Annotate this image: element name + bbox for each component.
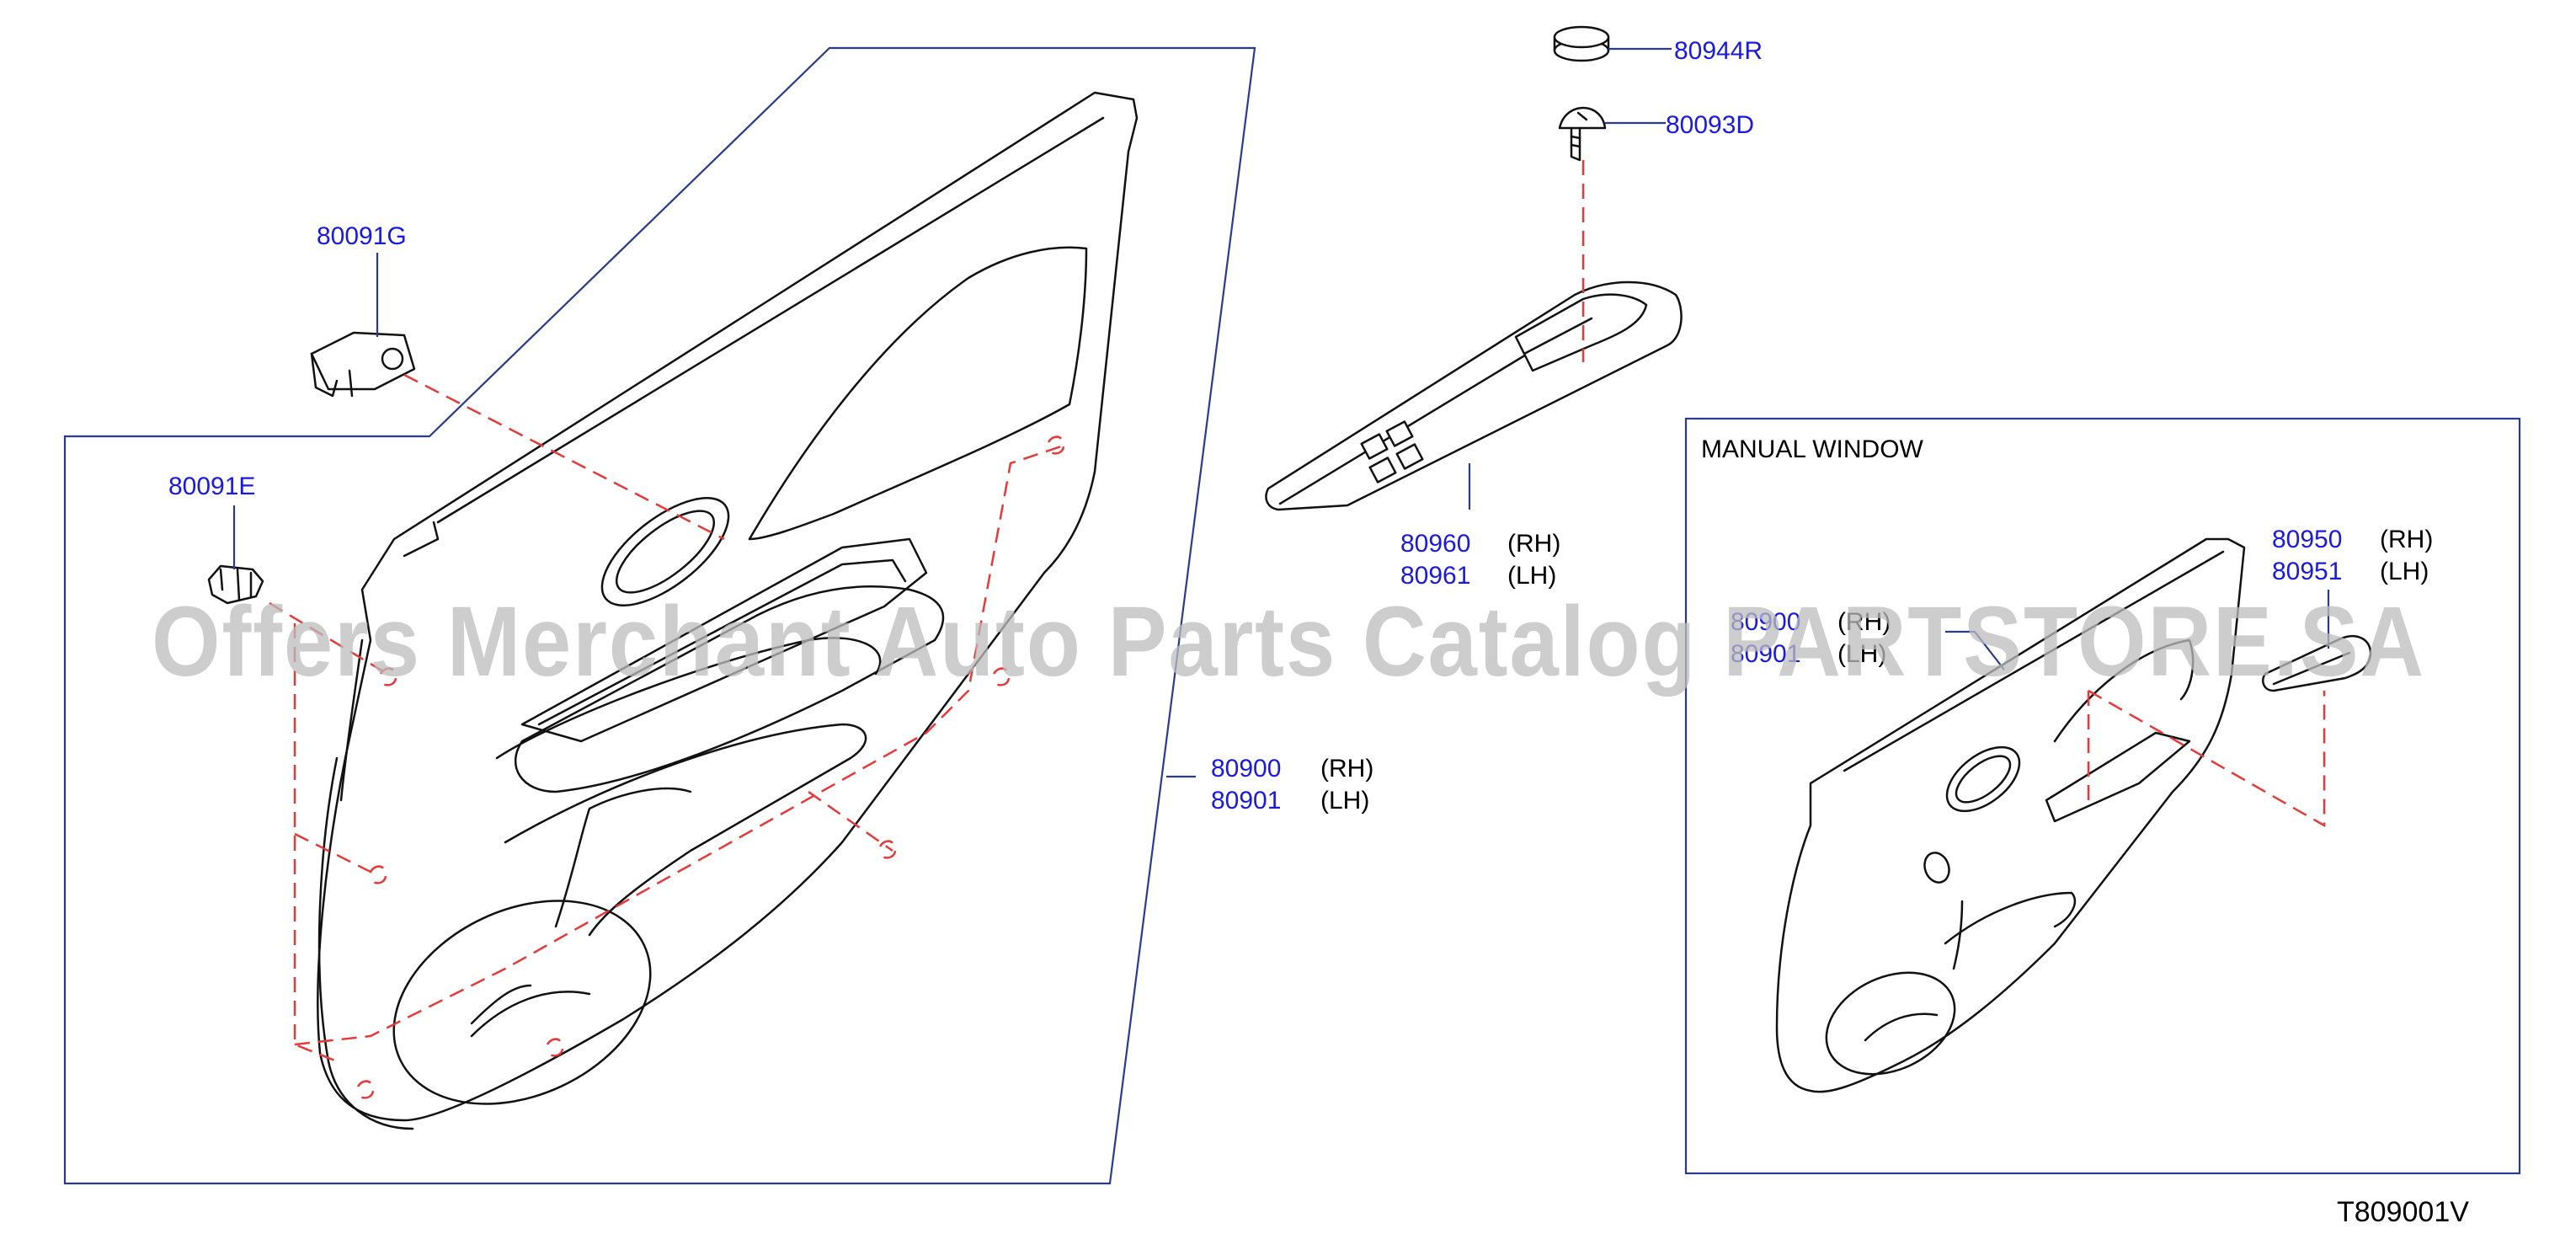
- side-rh-80900: (RH): [1320, 755, 1373, 783]
- inset-frame: [1684, 417, 2521, 1175]
- side-lh-80901: (LH): [1320, 787, 1369, 815]
- part-labels: 80091G 80091E 80944R 80093D 80960 (RH) 8…: [168, 37, 2469, 1228]
- clip-80091g: [310, 331, 416, 398]
- label-80091e[interactable]: 80091E: [168, 473, 255, 500]
- switch-finisher: [1265, 280, 1683, 511]
- inset-title: MANUAL WINDOW: [1701, 435, 1924, 463]
- label-80091g[interactable]: 80091G: [317, 222, 407, 250]
- inset-label-80901[interactable]: 80901: [1731, 640, 1800, 668]
- inset-side-rh: (RH): [1837, 608, 1891, 636]
- clip-80091e: [207, 564, 264, 605]
- inset-door-panel: [1775, 537, 2246, 1093]
- label-80901[interactable]: 80901: [1211, 787, 1281, 815]
- clip-marks: [356, 435, 1065, 1099]
- label-80944r[interactable]: 80944R: [1674, 37, 1763, 65]
- watermark: Offers Merchant Auto Parts Catalog PARTS…: [152, 586, 2425, 697]
- cap-80944r: [1553, 25, 1610, 62]
- inset-label-80900[interactable]: 80900: [1731, 608, 1800, 636]
- inset-side-lh: (LH): [1837, 640, 1886, 668]
- side-lh-80961: (LH): [1507, 562, 1556, 590]
- leader-lines: [232, 47, 2330, 778]
- main-frame: [63, 46, 1256, 1185]
- door-trim-panel: [317, 91, 1139, 1130]
- inset-switch-finisher: [2262, 634, 2372, 692]
- label-80900[interactable]: 80900: [1211, 755, 1281, 783]
- label-80951[interactable]: 80951: [2272, 558, 2342, 585]
- screw-80093d: [1558, 106, 1607, 162]
- side-rh-80960: (RH): [1507, 530, 1560, 558]
- label-80093d[interactable]: 80093D: [1666, 111, 1754, 139]
- label-80960[interactable]: 80960: [1400, 530, 1470, 558]
- diagram-code: T809001V: [2337, 1196, 2469, 1228]
- dashed-assembly-lines: [269, 160, 2326, 1063]
- side-rh-80950: (RH): [2380, 526, 2433, 553]
- side-lh-80951: (LH): [2380, 558, 2429, 585]
- label-80950[interactable]: 80950: [2272, 526, 2342, 553]
- label-80961[interactable]: 80961: [1400, 562, 1470, 590]
